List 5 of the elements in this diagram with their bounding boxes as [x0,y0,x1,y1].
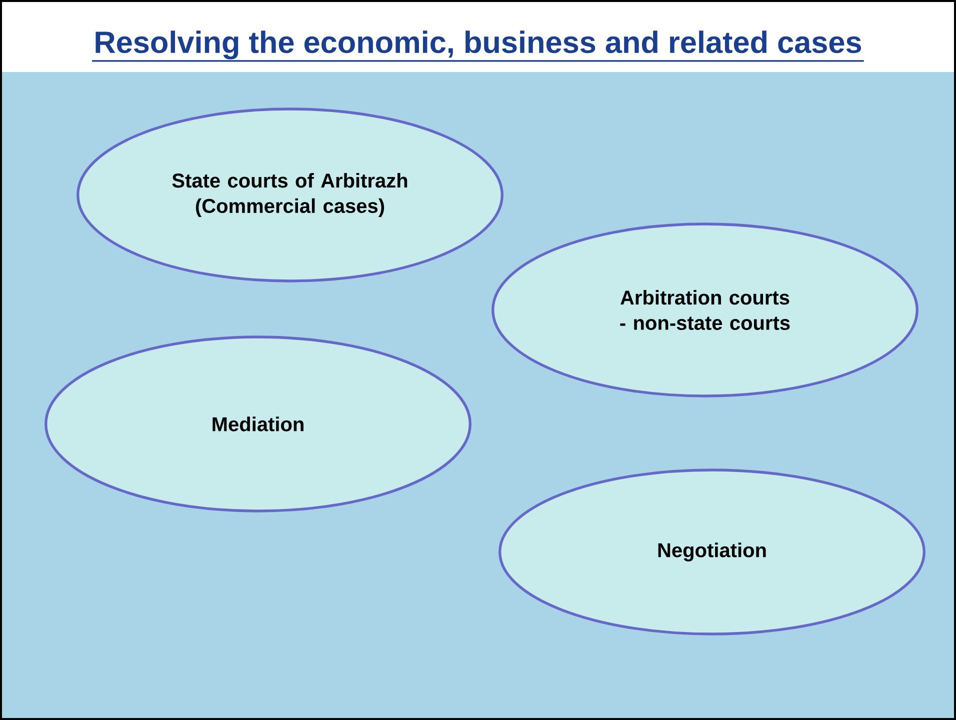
ellipse-node: Negotiation [498,468,926,636]
ellipse-node: Mediation [44,336,472,512]
ellipse-node: Arbitration courts - non-state courts [492,222,918,398]
title: Resolving the economic, business and related cases [92,30,864,62]
ellipse-node: State courts of Arbitrazh (Commercial cases) [76,108,504,282]
